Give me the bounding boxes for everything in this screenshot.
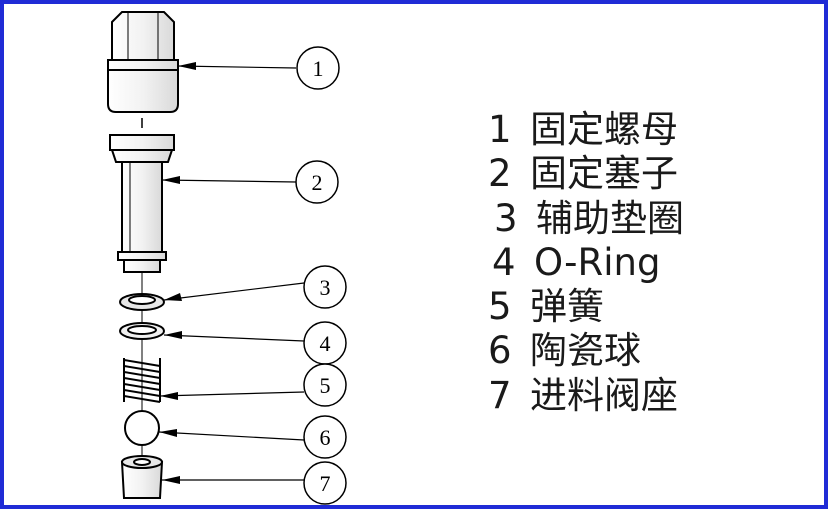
- callout-number: 2: [312, 170, 323, 195]
- leader-lines: [158, 62, 305, 484]
- legend-item: 6 陶瓷球: [488, 329, 808, 373]
- legend-number: 2: [488, 152, 512, 196]
- callout-number: 3: [320, 275, 331, 300]
- part-o-ring: [119, 322, 165, 340]
- legend-item: 7 进料阀座: [488, 374, 808, 418]
- callout-circle-5: [303, 363, 347, 407]
- callout-circle-3: [303, 265, 347, 309]
- legend-item: 4 O-Ring: [488, 241, 808, 285]
- legend-number: 5: [488, 285, 512, 329]
- part-ceramic-ball: [124, 410, 160, 446]
- callout-number: 1: [313, 56, 324, 81]
- legend-number: 1: [488, 108, 512, 151]
- legend-label: O-Ring: [534, 240, 661, 284]
- part-spring: [123, 358, 161, 403]
- callout-number: 5: [320, 373, 331, 398]
- legend-label: 弹簧: [530, 285, 604, 329]
- callout-circle-7: [303, 461, 347, 505]
- legend-number: 4: [492, 240, 516, 284]
- part-auxiliary-washer: [119, 293, 165, 311]
- legend-label: 固定螺母: [530, 108, 678, 151]
- legend-number: 6: [488, 329, 512, 373]
- part-feed-valve-seat: [120, 455, 164, 499]
- callout-number: 6: [320, 425, 331, 450]
- callout-circle-2: [295, 160, 339, 204]
- legend-number: 3: [494, 196, 518, 240]
- part-fixing-nut: [107, 11, 179, 113]
- legend-label: 固定塞子: [530, 152, 678, 196]
- callout-circle-6: [303, 415, 347, 459]
- callout-number: 7: [320, 471, 331, 496]
- legend-item: 5 弹簧: [488, 285, 808, 329]
- parts-legend: 1 固定螺母 2 固定塞子 3 辅助垫圈 4 O-Ring 5 弹簧 6 陶瓷球 7 进料阀座: [488, 108, 808, 418]
- legend-label: 辅助垫圈: [536, 196, 684, 240]
- legend-number: 7: [488, 373, 512, 417]
- part-fixing-plug: [109, 134, 175, 273]
- callout-circle-1: [296, 46, 340, 90]
- legend-item: 3 辅助垫圈: [488, 197, 808, 241]
- legend-label: 进料阀座: [530, 373, 678, 417]
- callout-number: 4: [320, 331, 331, 356]
- legend-label: 陶瓷球: [530, 329, 641, 373]
- legend-item: 2 固定塞子: [488, 152, 808, 196]
- legend-item: 1 固定螺母: [488, 108, 808, 152]
